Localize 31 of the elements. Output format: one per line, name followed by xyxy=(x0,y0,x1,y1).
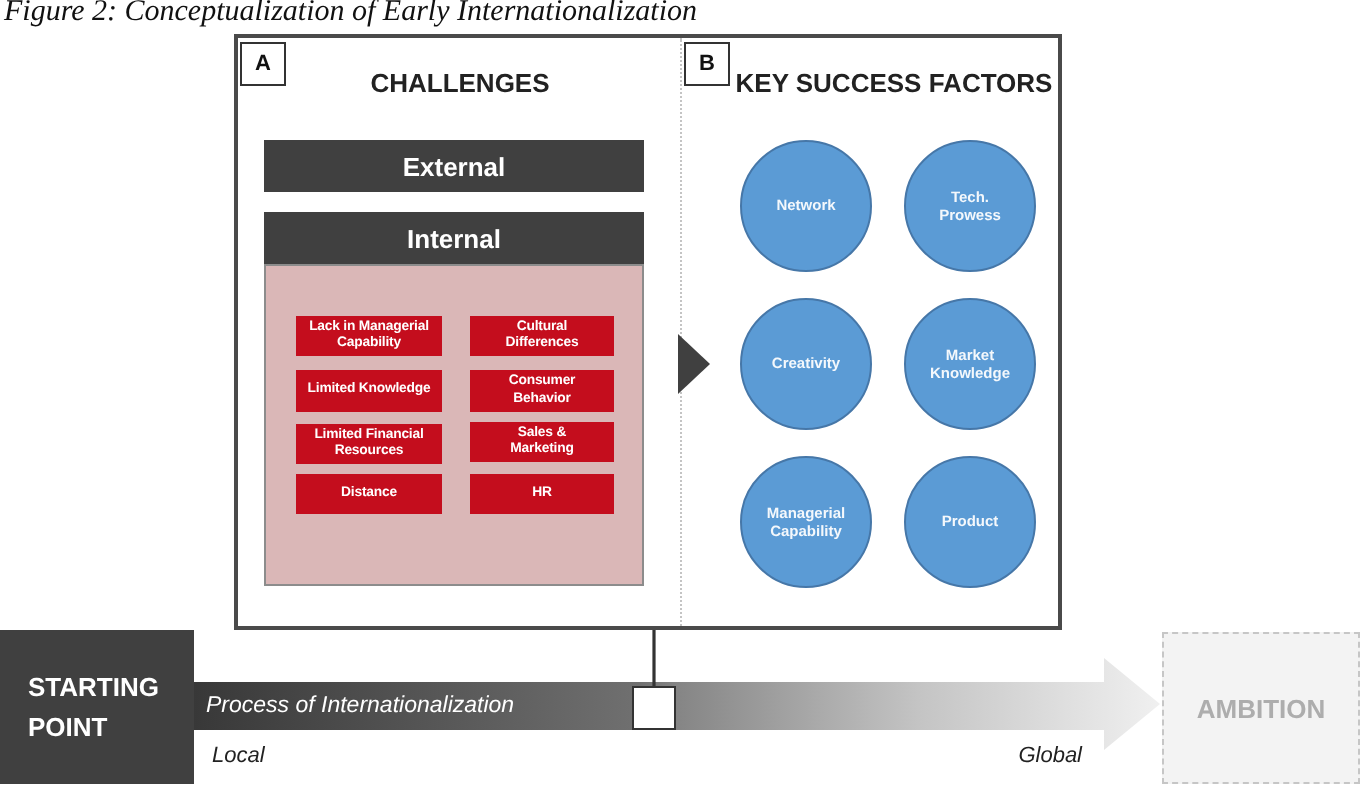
scale-label: Global xyxy=(1018,744,1082,770)
panel-letter: B xyxy=(699,52,715,76)
challenge-box xyxy=(470,422,614,462)
challenge-box xyxy=(296,370,442,412)
section-heading: KEY SUCCESS FACTORS xyxy=(733,66,1055,102)
arrow-chevron xyxy=(678,334,710,394)
letter-box xyxy=(684,42,730,86)
header-bar xyxy=(264,212,644,264)
section-heading: CHALLENGES xyxy=(368,66,552,102)
process-text: Process of Internationalization xyxy=(206,692,515,722)
challenges-panel xyxy=(238,38,682,626)
scale-label: Local xyxy=(212,744,265,770)
bar-title: Internal xyxy=(407,223,501,253)
challenge-box xyxy=(470,316,614,356)
ambition-text: AMBITION xyxy=(1196,693,1326,723)
letter-box xyxy=(240,42,286,86)
challenge-box xyxy=(296,316,442,356)
start-text: STARTING POINT xyxy=(28,669,161,745)
challenge-box xyxy=(296,424,442,464)
connector-line xyxy=(652,630,656,686)
challenge-box xyxy=(470,474,614,514)
bar-title: External xyxy=(402,151,506,181)
challenge-box xyxy=(470,370,614,412)
header-bar xyxy=(264,140,644,192)
challenge-box xyxy=(296,474,442,514)
frame-box xyxy=(234,34,1062,630)
ambition-box xyxy=(1162,632,1360,784)
internal-panel xyxy=(264,264,644,586)
panel-letter: A xyxy=(255,52,271,76)
small-square xyxy=(632,686,676,730)
start-box xyxy=(0,630,194,784)
